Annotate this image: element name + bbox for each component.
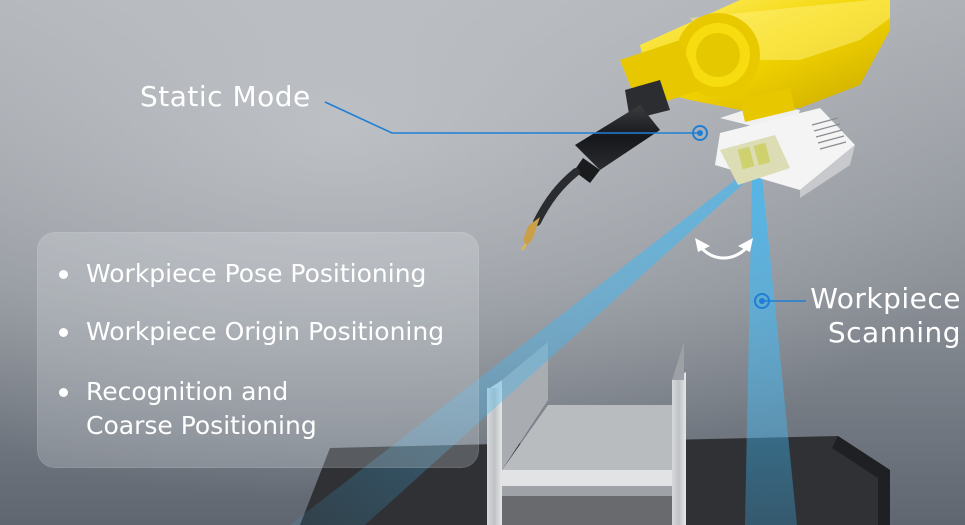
feature-text: Workpiece Pose Positioning bbox=[86, 259, 427, 288]
bullet-icon bbox=[59, 328, 68, 337]
feature-text-line2: Coarse Positioning bbox=[86, 411, 317, 440]
static-mode-marker-icon bbox=[692, 125, 708, 141]
bullet-icon bbox=[59, 388, 68, 397]
static-mode-label: Static Mode bbox=[140, 80, 311, 113]
scan-marker-icon bbox=[754, 293, 770, 309]
workpiece-scanning-line2: Scanning bbox=[827, 316, 961, 349]
bullet-icon bbox=[59, 270, 68, 279]
feature-panel: Workpiece Pose Positioning Workpiece Ori… bbox=[37, 232, 479, 468]
scan-beam-left bbox=[290, 176, 752, 525]
workpiece-scanning-label: Workpiece Scanning bbox=[810, 282, 961, 350]
robot-arm-icon bbox=[520, 0, 890, 251]
work-table-edge bbox=[832, 436, 890, 525]
workpiece-scanning-line1: Workpiece bbox=[810, 282, 961, 315]
feature-text: Recognition and Coarse Positioning bbox=[86, 375, 317, 443]
feature-text: Workpiece Origin Positioning bbox=[86, 317, 445, 346]
feature-text-line1: Recognition and bbox=[86, 377, 289, 406]
rotation-arrow-icon bbox=[698, 244, 750, 260]
static-mode-callout-line bbox=[324, 101, 700, 134]
scan-beam-right bbox=[745, 176, 797, 525]
